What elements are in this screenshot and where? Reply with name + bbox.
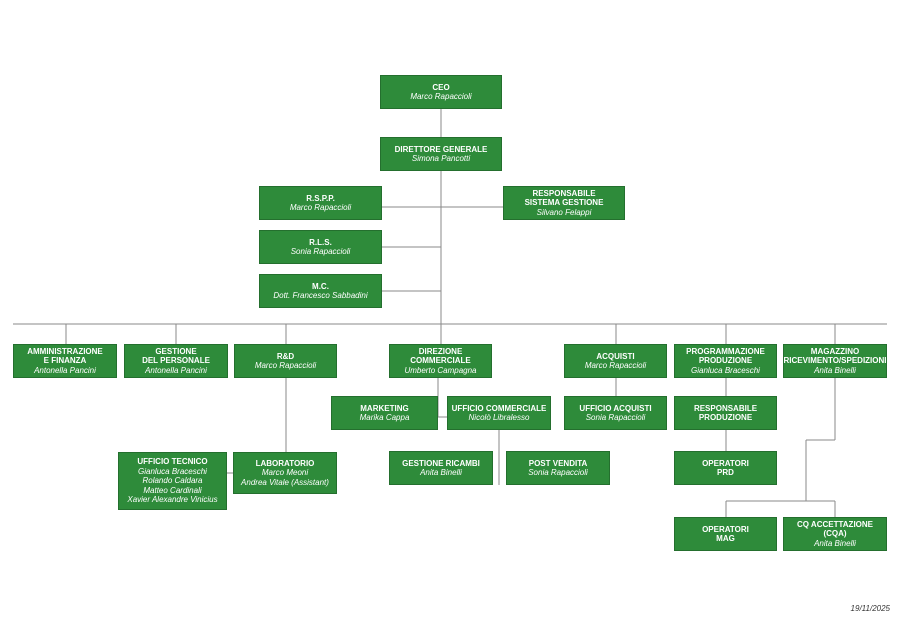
org-box-title: PRODUZIONE — [698, 356, 753, 366]
org-box-title: M.C. — [312, 281, 329, 291]
org-box-title: RESPONSABILE — [532, 188, 596, 198]
org-box-person: Marco Rapaccioli — [289, 203, 352, 212]
org-box-title: RESPONSABILE — [693, 403, 758, 413]
org-box-person: Silvano Felappi — [536, 207, 592, 217]
org-box-person: Umberto Campagna — [404, 365, 477, 375]
org-box-person: Nicolò Libralesso — [468, 413, 530, 422]
org-box-title: CQ ACCETTAZIONE — [797, 519, 873, 529]
org-box-title: CEO — [432, 82, 450, 92]
org-box-title: ACQUISTI — [596, 351, 635, 361]
org-box-rls: R.L.S.Sonia Rapaccioli — [259, 230, 382, 264]
org-box-title: PRD — [717, 468, 734, 477]
org-box-person: Anita Binelli — [814, 538, 856, 548]
org-box-person: Sonia Rapaccioli — [585, 413, 646, 422]
org-box-title: DIRETTORE GENERALE — [394, 144, 488, 154]
org-box-person: Rolando Caldara — [142, 476, 203, 486]
org-box-person: Marika Cappa — [359, 413, 410, 422]
org-box-title: R&D — [276, 351, 295, 361]
org-box-person: Marco Meoni — [261, 468, 309, 478]
org-box-title: R.S.P.P. — [306, 193, 335, 203]
org-box-title: PRODUZIONE — [698, 413, 753, 422]
org-box-title: GESTIONE — [155, 346, 197, 356]
org-box-person: Gianluca Braceschi — [691, 365, 760, 375]
org-box-title: MAG — [716, 534, 735, 543]
org-box-title: (CQA) — [823, 529, 847, 539]
org-box-person: Antonella Pancini — [145, 365, 207, 375]
org-box-title: PROGRAMMAZIONE — [686, 346, 765, 356]
org-box-title: DIREZIONE COMMERCIALE — [410, 346, 471, 366]
org-box-title: E FINANZA — [43, 356, 87, 366]
org-box-person: Andrea Vitale (Assistant) — [241, 477, 329, 487]
org-box-title: GESTIONE RICAMBI — [402, 458, 480, 468]
org-box-title: MARKETING — [360, 403, 409, 413]
org-box-title: R.L.S. — [309, 237, 332, 247]
org-box-person: Sonia Rapaccioli — [290, 247, 351, 256]
org-box-person: Marco Rapaccioli — [254, 361, 317, 370]
org-box-person: Marco Rapaccioli — [584, 361, 647, 370]
org-box-title: UFFICIO COMMERCIALE — [451, 403, 547, 413]
org-box-person: Matteo Cardinali — [143, 485, 202, 495]
org-box-title: OPERATORI — [702, 524, 749, 534]
org-box-title: SISTEMA GESTIONE — [524, 198, 604, 208]
org-box-title: OPERATORI — [702, 458, 749, 468]
org-box-person: Anita Binelli — [420, 468, 462, 477]
org-box-title: POST VENDITA — [528, 458, 588, 468]
org-box-person: Dott. Francesco Sabbadini — [273, 291, 368, 300]
date-label: 19/11/2025 — [850, 604, 890, 613]
org-box-title: RICEVIMENTO/SPEDIZIONI — [783, 356, 887, 366]
org-box-title: UFFICIO TECNICO — [137, 457, 208, 467]
org-box-person: Anita Binelli — [814, 365, 856, 375]
org-box-title: MAGAZZINO — [810, 346, 860, 356]
org-box-person: Xavier Alexandre Vinicius — [127, 495, 218, 505]
org-box-title: UFFICIO ACQUISTI — [579, 403, 652, 413]
org-box-person: Gianluca Braceschi — [138, 466, 207, 476]
org-box-person: Sonia Rapaccioli — [528, 468, 588, 477]
org-box-title: DEL PERSONALE — [142, 356, 210, 366]
org-box-title: LABORATORIO — [255, 458, 315, 468]
org-box-person: Marco Rapaccioli — [410, 92, 472, 101]
org-box-person: Simona Pancotti — [411, 154, 471, 163]
org-box-person: Antonella Pancini — [34, 365, 96, 375]
org-box-mc: M.C.Dott. Francesco Sabbadini — [259, 274, 382, 308]
org-box-cqa: CQ ACCETTAZIONE(CQA)Anita Binelli — [783, 517, 887, 551]
org-box-rspp: R.S.P.P.Marco Rapaccioli — [259, 186, 382, 220]
org-box-title: AMMINISTRAZIONE — [27, 346, 103, 356]
